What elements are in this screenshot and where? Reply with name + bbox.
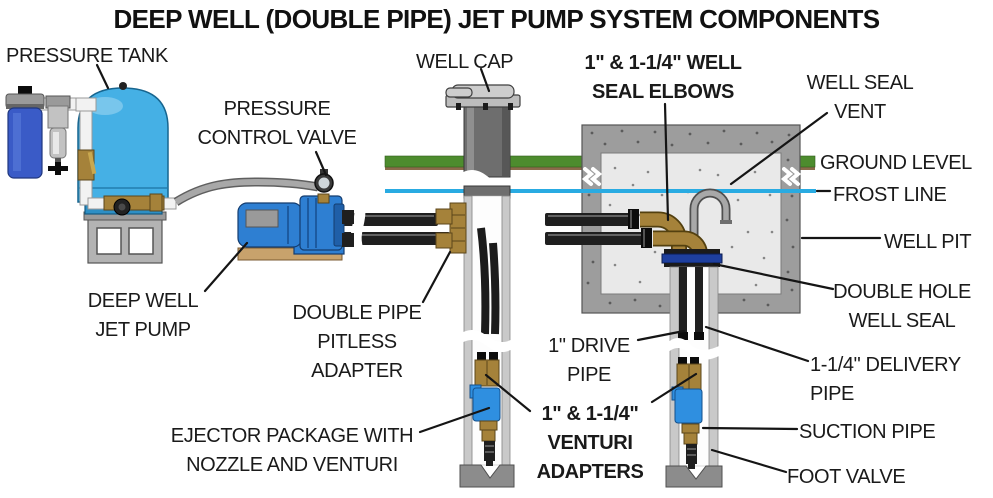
label-double-pipe-pitless-adapter: DOUBLE PIPE PITLESS ADAPTER (292, 302, 422, 382)
pitless-adapter-part (435, 202, 467, 254)
right-foot-valve (686, 444, 697, 469)
label-pressure-tank: PRESSURE TANK (6, 45, 168, 67)
label-deep-well-jet-pump: DEEP WELL JET PUMP (87, 290, 199, 341)
right-well-casing (665, 266, 723, 488)
jet-pump-assembly (237, 169, 354, 261)
label-well-pit: WELL PIT (884, 231, 972, 253)
supply-hose (173, 177, 319, 206)
pressure-control-valve-part (314, 169, 334, 204)
label-ejector-package: EJECTOR PACKAGE WITH NOZZLE AND VENTURI (170, 425, 414, 476)
right-venturi-adapter (676, 357, 702, 391)
label-venturi-adapters: 1" & 1-1/4" VENTURI ADAPTERS (536, 403, 644, 483)
label-well-seal-elbows: 1" & 1-1/4" WELL SEAL ELBOWS (584, 52, 742, 103)
left-venturi-adapter (474, 352, 500, 387)
ground-level-grass (384, 155, 816, 170)
left-well-casing (435, 84, 521, 488)
double-hole-well-seal-part (661, 249, 723, 267)
label-drive-pipe: 1" DRIVE PIPE (548, 335, 630, 386)
leader-lines (95, 63, 882, 474)
well-cap-part (445, 84, 521, 110)
label-suction-pipe: SUCTION PIPE (799, 421, 936, 443)
well-seal-vent-pipe (689, 188, 732, 256)
label-well-seal-vent: WELL SEAL VENT (806, 72, 914, 123)
left-foot-valve (484, 441, 495, 466)
pump-to-well-pipes (342, 199, 450, 255)
label-delivery-pipe: 1-1/4" DELIVERY PIPE (810, 354, 961, 405)
label-well-cap: WELL CAP (416, 51, 514, 73)
pit-wall-break-marks (581, 167, 802, 186)
left-ejector (469, 384, 501, 442)
label-foot-valve: FOOT VALVE (787, 466, 906, 488)
right-ejector (671, 386, 703, 445)
pressure-tank-assembly (75, 82, 177, 264)
label-frost-line: FROST LINE (833, 184, 947, 206)
label-ground-level: GROUND LEVEL (820, 152, 972, 174)
label-double-hole-well-seal: DOUBLE HOLE WELL SEAL (833, 281, 971, 332)
tank-drain-valve (103, 193, 165, 216)
filter-regulator (45, 95, 71, 175)
water-filter-assembly (5, 86, 87, 179)
page-title: DEEP WELL (DOUBLE PIPE) JET PUMP SYSTEM … (113, 4, 881, 34)
tank-check-valve (77, 149, 97, 181)
label-pressure-control-valve: PRESSURE CONTROL VALVE (197, 98, 357, 149)
